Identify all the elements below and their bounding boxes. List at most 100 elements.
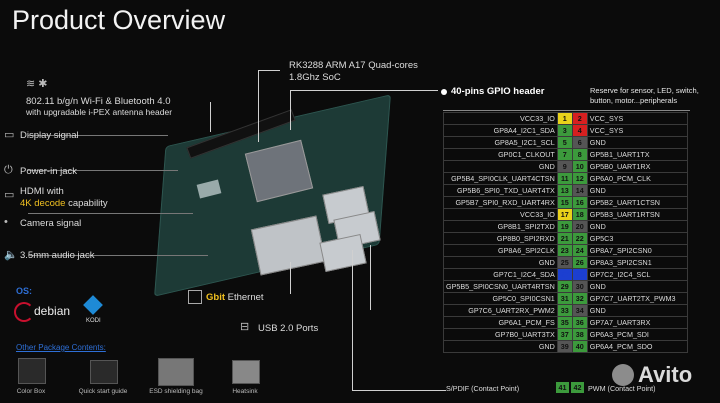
leader-line: [370, 245, 371, 310]
pwm-label: PWM (Contact Point): [588, 384, 656, 393]
leader-line: [28, 255, 208, 256]
audio-feature: 3.5mm audio jack: [20, 250, 95, 261]
gpio-pin-label: GP5C3: [586, 232, 688, 245]
leader-line: [28, 170, 178, 171]
gpio-pin-number: 9: [556, 160, 573, 173]
wifi-icon: ≋ ✱: [26, 78, 48, 90]
gpio-pin-number: 39: [556, 340, 573, 353]
gpio-pin-label: GND: [586, 280, 688, 293]
leader-line: [210, 102, 211, 132]
gpio-pin-number: 8: [571, 148, 588, 161]
gpio-pin-number: 12: [571, 172, 588, 185]
gpio-pin-number: 30: [571, 280, 588, 293]
soc-feature-sub: 1.8Ghz SoC: [289, 72, 341, 83]
gpio-pin-number: 35: [556, 316, 573, 329]
gpio-bullet: [441, 89, 447, 95]
leader-line: [352, 390, 446, 391]
hdmi-capability: capability: [65, 198, 108, 209]
power-icon: ⏻: [4, 164, 13, 176]
gpio-pin-label: GP5B0_UART1RX: [586, 160, 688, 173]
gpio-pin-number: 22: [571, 232, 588, 245]
gpio-pin-label: GP8A4_I2C1_SDA: [443, 124, 558, 137]
gpio-pin-number: 23: [556, 244, 573, 257]
gpio-pin-label: GND: [443, 160, 558, 173]
gpio-pin-label: GND: [586, 220, 688, 233]
gpio-pin-label: GP7B0_UART3TX: [443, 328, 558, 341]
watermark: Avito: [638, 362, 693, 387]
gpio-pin-number: 10: [571, 160, 588, 173]
gpio-pin-number: 37: [556, 328, 573, 341]
gpio-pin-label: GP7C2_I2C4_SCL: [586, 268, 688, 281]
os-label: OS:: [16, 286, 33, 296]
page-title: Product Overview: [12, 5, 226, 35]
pin-41: 41: [556, 382, 569, 393]
gpio-header-title: 40-pins GPIO header: [451, 86, 545, 97]
gpio-pin-label: GP5C0_SPI0CSN1: [443, 292, 558, 305]
gpio-pin-number: 17: [556, 208, 573, 221]
wifi-feature-sub: with upgradable i-PEX antenna header: [26, 107, 173, 117]
gpio-pin-label: GND: [586, 136, 688, 149]
gpio-pin-label: GP5B5_SPI0CSN0_UART4RTSN: [443, 280, 558, 293]
gpio-pin-label: GP5B2_UART1CTSN: [586, 196, 688, 209]
leader-line: [28, 213, 193, 214]
leader-line: [28, 135, 168, 136]
gbit-feature: Gbit Ethernet: [206, 292, 264, 303]
gpio-pin-number: 13: [556, 184, 573, 197]
leader-line: [290, 262, 291, 294]
power-feature: Power-in jack: [20, 166, 78, 177]
display-icon: ▭: [4, 129, 15, 141]
gpio-pin-number: 5: [556, 136, 573, 149]
heatsink-image: [232, 360, 260, 384]
gpio-pin-label: VCC33_IO: [443, 208, 558, 221]
package-item: ESD shielding bag: [149, 388, 203, 395]
kodi-logo: [83, 295, 103, 315]
gpio-pin-number: 38: [571, 328, 588, 341]
gpio-pin-number: 11: [556, 172, 573, 185]
gpio-pin-number: 15: [556, 196, 573, 209]
esd-bag-image: [158, 358, 194, 386]
hdmi-feature: HDMI with: [20, 186, 64, 197]
soc-feature: RK3288 ARM A17 Quad-cores: [289, 60, 418, 71]
kodi-label: KODI: [86, 318, 101, 324]
gpio-pin-number: 3: [556, 124, 573, 137]
color-box-image: [18, 358, 46, 384]
gpio-pin-label: VCC_SYS: [586, 124, 688, 137]
gpio-pin-number: 21: [556, 232, 573, 245]
gpio-pin-number: 2: [571, 112, 588, 125]
gpio-pin-number: 7: [556, 148, 573, 161]
gpio-pin-label: GP7C7_UART2TX_PWM3: [586, 292, 688, 305]
gpio-pin-number: 4: [571, 124, 588, 137]
gpio-pin-label: GP8A5_I2C1_SCL: [443, 136, 558, 149]
gpio-pin-label: GP6A0_PCM_CLK: [586, 172, 688, 185]
gpio-pin-number: 29: [556, 280, 573, 293]
gpio-pin-label: GP7C1_I2C4_SDA: [443, 268, 558, 281]
gpio-pin-label: GND: [586, 184, 688, 197]
debian-logo: [14, 302, 34, 322]
reserve-note-line: Reserve for sensor, LED, switch,: [590, 86, 699, 95]
gpio-pin-number: 34: [571, 304, 588, 317]
avito-logo: [612, 364, 634, 386]
usb-icon: ⊟: [240, 321, 250, 333]
gpio-pin-number: 19: [556, 220, 573, 233]
gbit-highlight: Gbit: [206, 292, 225, 303]
leader-line: [258, 70, 259, 142]
gpio-pin-label: GP5B1_UART1TX: [586, 148, 688, 161]
gpio-pin-label: GP5B6_SPI0_TXD_UART4TX: [443, 184, 558, 197]
package-title: Other Package Contents:: [16, 343, 106, 352]
gpio-pin-number: 24: [571, 244, 588, 257]
gpio-pin-label: GP6A4_PCM_SDO: [586, 340, 688, 353]
package-item: Color Box: [16, 388, 46, 395]
package-item: Quick start guide: [78, 388, 128, 395]
package-item: Heatsink: [232, 388, 258, 395]
gpio-divider: [443, 110, 690, 111]
